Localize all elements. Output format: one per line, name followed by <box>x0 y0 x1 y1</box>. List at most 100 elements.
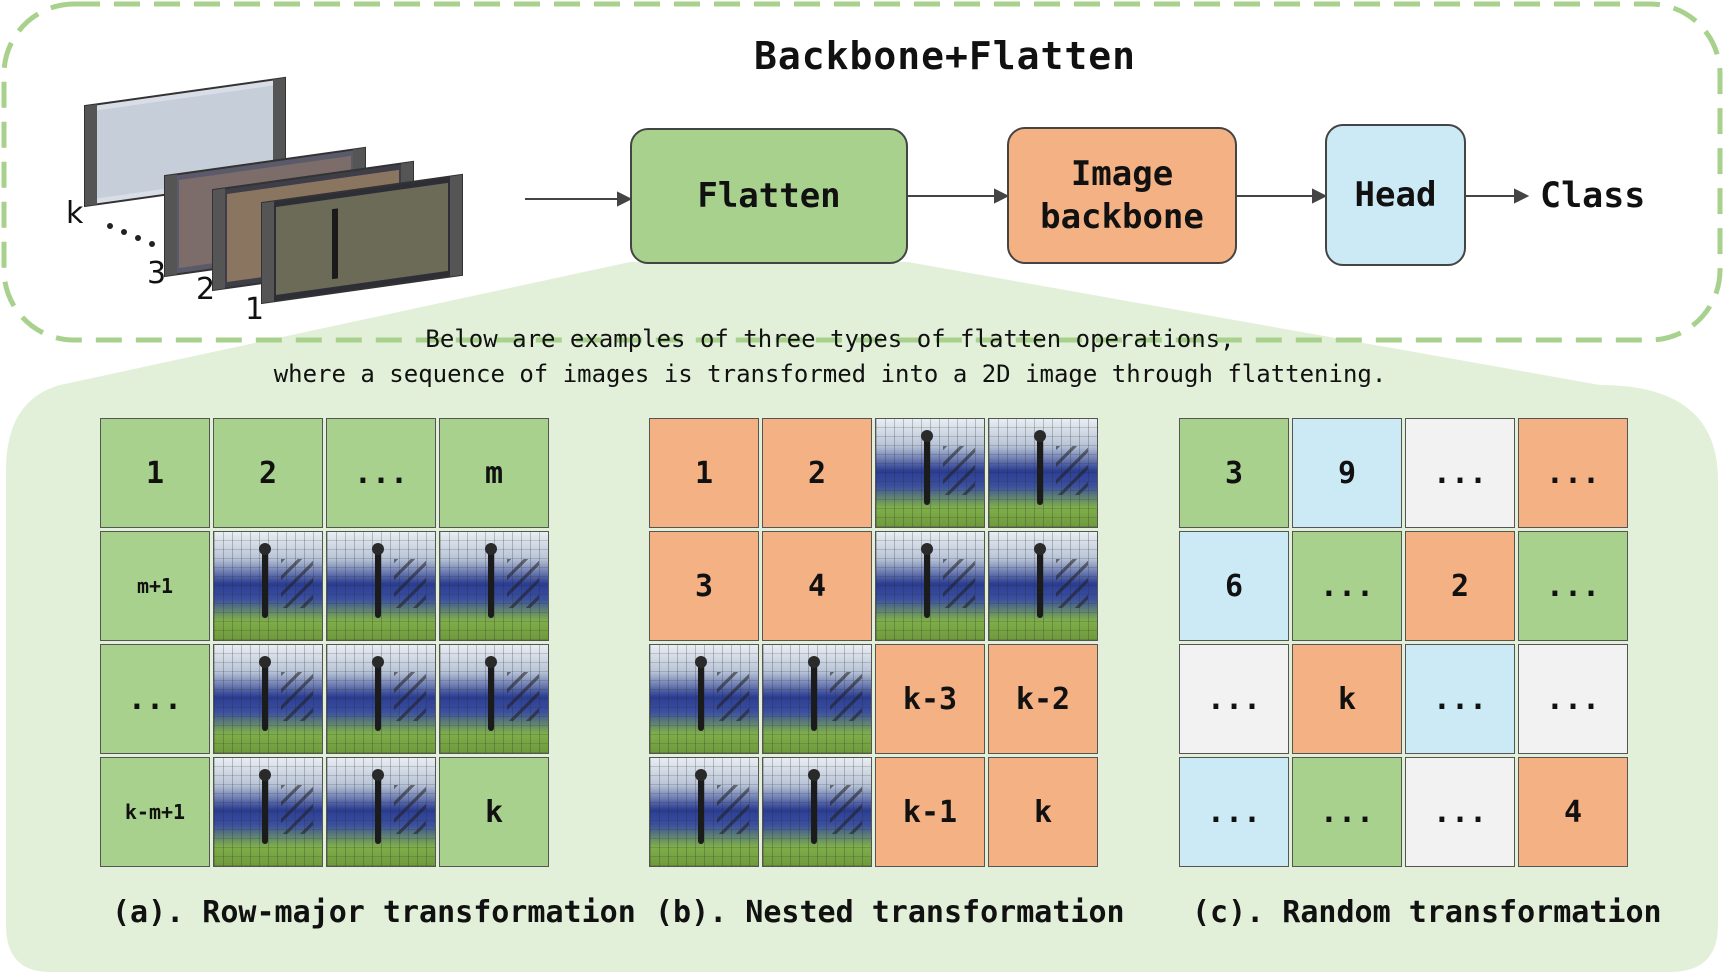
backbone-flatten-frame <box>1 1 1723 343</box>
frame-thumbnail <box>875 418 985 528</box>
stairs-texture <box>280 785 314 834</box>
grid-cell: 4 <box>1518 757 1628 867</box>
grid-cell: k-1 <box>875 757 985 867</box>
stairs-texture <box>716 785 750 834</box>
grid-cell: k-3 <box>875 644 985 754</box>
grid-cell: m <box>439 418 549 528</box>
image-backbone-label: Image backbone <box>1040 154 1204 237</box>
grid-cell: k <box>988 757 1098 867</box>
frame-thumbnail <box>439 531 549 641</box>
grid-cell: ... <box>1405 418 1515 528</box>
frame-thumbnail <box>326 644 436 754</box>
description-line-1: Below are examples of three types of fla… <box>425 325 1235 353</box>
frame-thumbnail <box>326 757 436 867</box>
frame-thumbnail <box>762 757 872 867</box>
stairs-texture <box>942 559 976 608</box>
frame-thumbnail <box>649 757 759 867</box>
row-major-caption: (a). Row-major transformation <box>112 895 636 930</box>
stairs-texture <box>280 672 314 721</box>
player-figure <box>920 430 933 506</box>
stairs-texture <box>716 672 750 721</box>
frame-thumbnail <box>326 531 436 641</box>
frame-thumbnail <box>649 644 759 754</box>
grid-cell: 1 <box>649 418 759 528</box>
grid-cell: 1 <box>100 418 210 528</box>
description: Below are examples of three types of fla… <box>0 322 1660 392</box>
grid-cell: k <box>439 757 549 867</box>
stairs-texture <box>506 559 540 608</box>
frame-thumbnail <box>988 531 1098 641</box>
flatten-label: Flatten <box>697 175 841 216</box>
diagram-title: Backbone+Flatten <box>753 34 1137 78</box>
frame-thumbnail <box>213 644 323 754</box>
stack-label-k: k <box>66 196 84 231</box>
image-backbone-block: Image backbone <box>1007 127 1237 264</box>
nested-caption: (b). Nested transformation <box>655 895 1125 930</box>
grid-cell: 6 <box>1179 531 1289 641</box>
player-figure <box>484 543 497 619</box>
flatten-block: Flatten <box>630 128 908 264</box>
grid-cell: ... <box>1179 757 1289 867</box>
grid-cell: 3 <box>649 531 759 641</box>
stairs-texture <box>942 446 976 495</box>
frame-stack-icon <box>84 76 463 305</box>
frame-thumbnail <box>439 644 549 754</box>
stack-label-1: 1 <box>245 292 265 327</box>
grid-cell: ... <box>1518 644 1628 754</box>
player-figure <box>694 769 707 845</box>
grid-cell: ... <box>1405 757 1515 867</box>
player-figure <box>1033 543 1046 619</box>
stairs-texture <box>829 672 863 721</box>
frame-thumbnail <box>762 644 872 754</box>
grid-cell: 2 <box>213 418 323 528</box>
stairs-texture <box>506 672 540 721</box>
grid-cell: k <box>1292 644 1402 754</box>
grid-cell: 9 <box>1292 418 1402 528</box>
frame-thumbnail <box>213 757 323 867</box>
description-line-2: where a sequence of images is transforme… <box>273 360 1387 388</box>
grid-cell: ... <box>1292 531 1402 641</box>
random-caption: (c). Random transformation <box>1192 895 1662 930</box>
stack-label-2: 2 <box>196 272 216 307</box>
player-figure <box>694 656 707 732</box>
stairs-texture <box>393 672 427 721</box>
grid-cell: ... <box>326 418 436 528</box>
player-figure <box>807 769 820 845</box>
stairs-texture <box>280 559 314 608</box>
grid-cell: k-2 <box>988 644 1098 754</box>
grid-cell: ... <box>1518 531 1628 641</box>
stairs-texture <box>393 785 427 834</box>
player-figure <box>258 543 271 619</box>
head-block: Head <box>1325 124 1466 266</box>
player-figure <box>371 656 384 732</box>
grid-cell: 2 <box>1405 531 1515 641</box>
stairs-texture <box>1055 446 1089 495</box>
grid-cell: 3 <box>1179 418 1289 528</box>
grid-cell: ... <box>1405 644 1515 754</box>
grid-cell: k-m+1 <box>100 757 210 867</box>
grid-cell: ... <box>100 644 210 754</box>
class-output-label: Class <box>1540 176 1646 216</box>
frame-thumbnail <box>988 418 1098 528</box>
grid-cell: m+1 <box>100 531 210 641</box>
pipeline-arrows <box>525 188 1530 207</box>
stairs-texture <box>1055 559 1089 608</box>
grid-cell: ... <box>1518 418 1628 528</box>
stairs-texture <box>393 559 427 608</box>
player-figure <box>920 543 933 619</box>
stack-label-3: 3 <box>147 256 167 291</box>
stairs-texture <box>829 785 863 834</box>
grid-cell: 4 <box>762 531 872 641</box>
frame-thumbnail <box>875 531 985 641</box>
player-figure <box>484 656 497 732</box>
frame-thumbnail <box>213 531 323 641</box>
player-figure <box>258 769 271 845</box>
player-figure <box>807 656 820 732</box>
head-label: Head <box>1354 174 1437 215</box>
player-figure <box>371 769 384 845</box>
grid-cell: ... <box>1179 644 1289 754</box>
grid-cell: 2 <box>762 418 872 528</box>
